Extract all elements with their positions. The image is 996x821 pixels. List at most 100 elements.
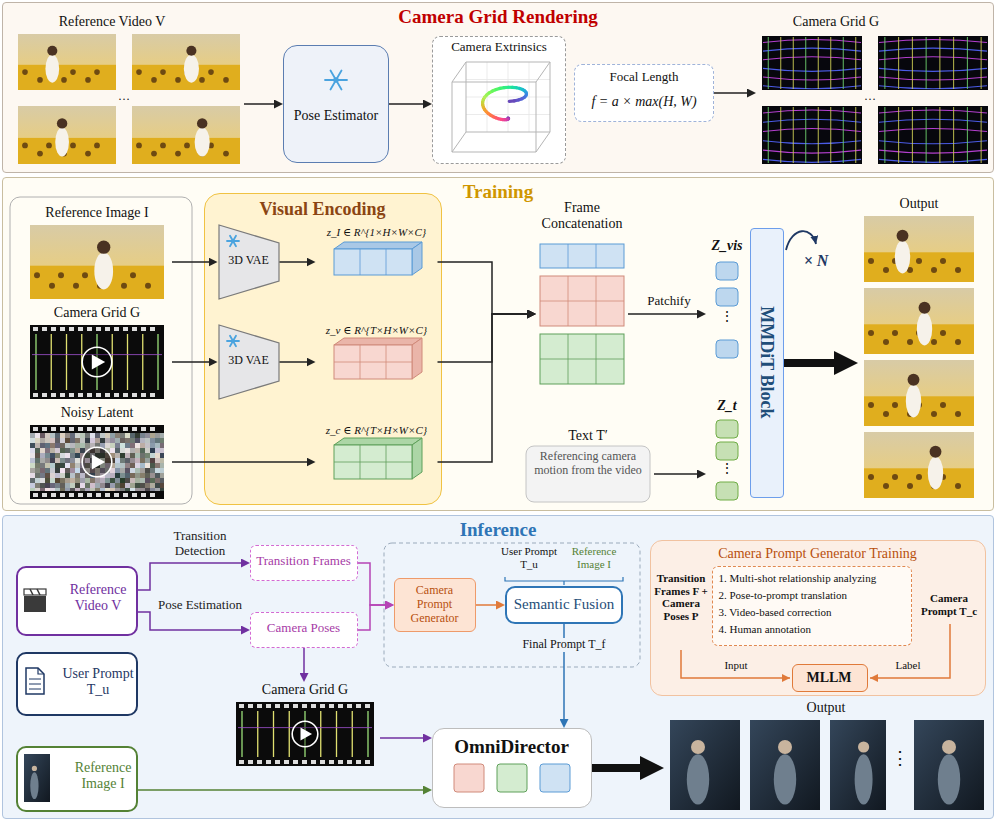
camera-path xyxy=(522,97,525,98)
node-text: Z_vis xyxy=(706,238,748,254)
grid-line xyxy=(879,57,987,60)
noise-cell xyxy=(120,473,125,478)
sunflower xyxy=(940,330,946,336)
sprocket xyxy=(87,427,92,431)
block-grid xyxy=(540,359,624,360)
sprocket xyxy=(78,327,83,331)
noise-cell xyxy=(55,438,60,443)
sunflower xyxy=(184,143,190,149)
grid-ground xyxy=(878,36,988,90)
noise-cell xyxy=(115,463,120,468)
sunflower xyxy=(184,69,190,75)
grid-line xyxy=(96,334,97,390)
grid-line xyxy=(981,37,982,89)
grid-line xyxy=(879,86,987,89)
block-grid xyxy=(596,244,597,268)
latent-block xyxy=(540,276,624,326)
noise-cell xyxy=(40,433,45,438)
noise-cell xyxy=(85,433,90,438)
latent-cube: z_I ∈ R^{1×H×W×C} xyxy=(316,226,438,282)
camera-grid xyxy=(762,36,862,90)
noise-cell xyxy=(130,483,135,488)
sprocket xyxy=(275,704,280,708)
noise-cell xyxy=(65,488,70,491)
noise-cell xyxy=(35,478,40,483)
annotation: Camera Prompt T_c xyxy=(916,592,982,617)
grid-line xyxy=(967,37,968,89)
noise-cell xyxy=(145,463,150,468)
grid-line xyxy=(843,37,844,89)
noise-cell xyxy=(95,478,100,483)
node-text: Focal Length xyxy=(575,70,713,85)
noise-cell xyxy=(60,438,65,443)
noise-cell xyxy=(85,468,90,473)
noise-cell xyxy=(140,478,145,483)
sprocket xyxy=(132,493,137,497)
figure-head xyxy=(930,446,942,458)
image-group: Noisy Latent xyxy=(22,405,172,502)
noise-cell xyxy=(105,438,110,443)
noise-cell xyxy=(85,443,90,448)
camera-path xyxy=(498,117,500,121)
noise-cell xyxy=(90,488,95,491)
noise-cell xyxy=(150,473,155,478)
grid-line xyxy=(879,150,987,153)
photo xyxy=(864,432,974,498)
noise-cell xyxy=(135,443,140,448)
flow-arrow xyxy=(438,262,533,314)
noise-cell xyxy=(160,478,164,483)
node-text: Camera Grid Rendering xyxy=(3,6,993,28)
sunflower xyxy=(136,69,142,75)
noise-cell xyxy=(65,473,70,478)
sprocket xyxy=(329,704,334,708)
sprocket xyxy=(293,760,298,764)
noise-cell xyxy=(70,483,75,488)
camera-path xyxy=(520,89,523,90)
noise-cell xyxy=(85,448,90,453)
sunflower xyxy=(892,474,898,480)
noise-cell xyxy=(45,473,50,478)
camera-path xyxy=(506,118,507,121)
sprocket xyxy=(87,327,92,331)
noise-cell xyxy=(125,433,130,438)
noise-cell xyxy=(60,468,65,473)
sunflower xyxy=(121,283,127,289)
noise-cell xyxy=(150,448,155,453)
noise-cell xyxy=(30,443,35,448)
grid-line xyxy=(818,107,819,163)
step-list: 1. Multi-shot relationship analyzing2. P… xyxy=(712,566,912,646)
noise-cell xyxy=(120,463,125,468)
grid-line xyxy=(879,77,987,80)
clapper-stripe xyxy=(37,589,40,595)
sunflower xyxy=(955,483,961,489)
grid-line xyxy=(843,107,844,163)
sprocket xyxy=(239,760,244,764)
latent-block xyxy=(540,334,624,384)
sprocket xyxy=(248,704,253,708)
photo-sky xyxy=(864,288,974,354)
sprocket xyxy=(248,760,253,764)
grid-line xyxy=(855,37,856,89)
noise-cell xyxy=(140,458,145,463)
noise-cell xyxy=(80,483,85,488)
sunflower xyxy=(883,339,889,345)
document-line xyxy=(29,684,41,685)
noise-cell xyxy=(115,473,120,478)
noise-cell xyxy=(60,463,65,468)
noise-cell xyxy=(55,488,60,491)
noise-cell xyxy=(110,488,115,491)
noise-cell xyxy=(45,478,50,483)
merge-bracket xyxy=(505,577,623,585)
camera-path xyxy=(486,112,488,114)
input-box: Reference Video V xyxy=(16,566,138,636)
grid-ground xyxy=(762,36,862,90)
noise-cell xyxy=(80,463,85,468)
photo-field xyxy=(864,324,974,354)
sprocket xyxy=(293,704,298,708)
noise-cell xyxy=(105,453,110,458)
noise-cell xyxy=(75,478,80,483)
camera-path xyxy=(505,118,507,121)
noise-cell xyxy=(65,483,70,488)
noise-cell xyxy=(85,438,90,443)
